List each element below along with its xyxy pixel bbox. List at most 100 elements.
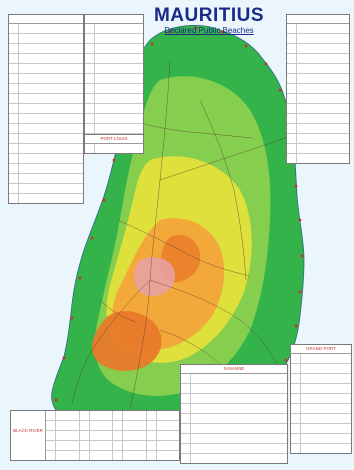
- legend-row-number: [46, 431, 56, 440]
- legend-row-number: [181, 414, 191, 423]
- legend-row: [291, 354, 351, 364]
- legend-row-number: [291, 384, 301, 393]
- legend-column: [113, 411, 147, 460]
- legend-heading: BLACK RIVER: [13, 428, 43, 433]
- legend-row: [287, 34, 349, 44]
- legend-row-number: [287, 84, 297, 93]
- legend-row-beach-name: [19, 104, 83, 113]
- legend-row: [85, 144, 143, 153]
- legend-row-beach-name: [95, 114, 143, 123]
- legend-row: [85, 24, 143, 34]
- legend-row-number: [80, 441, 90, 450]
- legend-row: [9, 74, 83, 84]
- legend-row: [181, 384, 287, 394]
- legend-row-number: [113, 451, 123, 460]
- legend-row-beach-name: [19, 64, 83, 73]
- legend-row-number: [46, 451, 56, 460]
- legend-row: [287, 64, 349, 74]
- legend-row-beach-name: [95, 144, 143, 153]
- legend-row-beach-name: [95, 44, 143, 53]
- legend-row: [287, 154, 349, 163]
- legend-row: [291, 384, 351, 394]
- legend-row-beach-name: [191, 434, 287, 443]
- legend-row: [287, 54, 349, 64]
- legend-row: [113, 421, 146, 431]
- legend-column: [46, 411, 80, 460]
- legend-row-beach-name: [90, 411, 113, 420]
- legend-row-number: [9, 34, 19, 43]
- legend-row-number: [291, 394, 301, 403]
- legend-row-beach-name: [95, 24, 143, 33]
- legend-row: [146, 431, 179, 441]
- map-title-block: MAURITIUS Declared Public Beaches: [150, 6, 268, 36]
- legend-row: [287, 94, 349, 104]
- legend-row-beach-name: [297, 24, 349, 33]
- legend-row-number: [85, 54, 95, 63]
- legend-row-number: [9, 124, 19, 133]
- legend-row-number: [291, 414, 301, 423]
- legend-row: [85, 94, 143, 104]
- legend-row-number: [147, 421, 157, 430]
- legend-row-beach-name: [19, 24, 83, 33]
- legend-row-beach-name: [301, 394, 351, 403]
- legend-row-beach-name: [19, 84, 83, 93]
- legend-row-beach-name: [157, 421, 180, 430]
- legend-heading: [9, 15, 83, 24]
- legend-row-number: [9, 114, 19, 123]
- legend-row-number: [9, 94, 19, 103]
- legend-row-number: [287, 134, 297, 143]
- legend-row-number: [80, 431, 90, 440]
- legend-row-number: [85, 114, 95, 123]
- legend-row-number: [9, 174, 19, 183]
- legend-row: [85, 74, 143, 84]
- legend-row: [9, 174, 83, 184]
- legend-row-number: [113, 421, 123, 430]
- urban-area: [134, 257, 176, 297]
- legend-row-beach-name: [301, 354, 351, 363]
- legend-row-number: [85, 124, 95, 133]
- legend-row-beach-name: [56, 411, 79, 420]
- legend-row: [79, 411, 113, 421]
- legend-row-number: [46, 441, 56, 450]
- legend-columns: [45, 411, 179, 460]
- legend-row-beach-name: [191, 444, 287, 453]
- legend-row-beach-name: [297, 64, 349, 73]
- legend-row: [9, 134, 83, 144]
- legend-row-number: [287, 24, 297, 33]
- legend-row-number: [291, 374, 301, 383]
- legend-row-beach-name: [301, 404, 351, 413]
- legend-row-beach-name: [191, 394, 287, 403]
- legend-row-beach-name: [19, 44, 83, 53]
- legend-row-beach-name: [95, 104, 143, 113]
- legend-row-number: [181, 444, 191, 453]
- legend-black-river: BLACK RIVER: [10, 410, 180, 461]
- legend-row-number: [291, 444, 301, 453]
- legend-row: [85, 34, 143, 44]
- legend-row: [291, 404, 351, 414]
- legend-row-beach-name: [19, 54, 83, 63]
- legend-row-number: [9, 64, 19, 73]
- legend-row-number: [9, 54, 19, 63]
- legend-row: [287, 84, 349, 94]
- legend-row-number: [85, 44, 95, 53]
- legend-row-beach-name: [191, 414, 287, 423]
- legend-row: [146, 411, 179, 421]
- legend-row-beach-name: [123, 411, 146, 420]
- legend-row-number: [9, 24, 19, 33]
- legend-row: [9, 94, 83, 104]
- legend-row-number: [287, 124, 297, 133]
- legend-row-beach-name: [19, 34, 83, 43]
- legend-row-number: [80, 411, 90, 420]
- legend-row-beach-name: [19, 124, 83, 133]
- legend-row: [181, 454, 287, 463]
- legend-riviere-du-rempart: [84, 14, 144, 154]
- legend-row-number: [181, 454, 191, 463]
- legend-row-beach-name: [157, 451, 180, 460]
- legend-row: [146, 421, 180, 431]
- legend-row-beach-name: [56, 421, 79, 430]
- legend-row-beach-name: [123, 421, 146, 430]
- legend-row: [287, 74, 349, 84]
- legend-row-number: [113, 441, 123, 450]
- legend-row: [85, 104, 143, 114]
- legend-port-louis: PORT LOUIS: [84, 134, 144, 154]
